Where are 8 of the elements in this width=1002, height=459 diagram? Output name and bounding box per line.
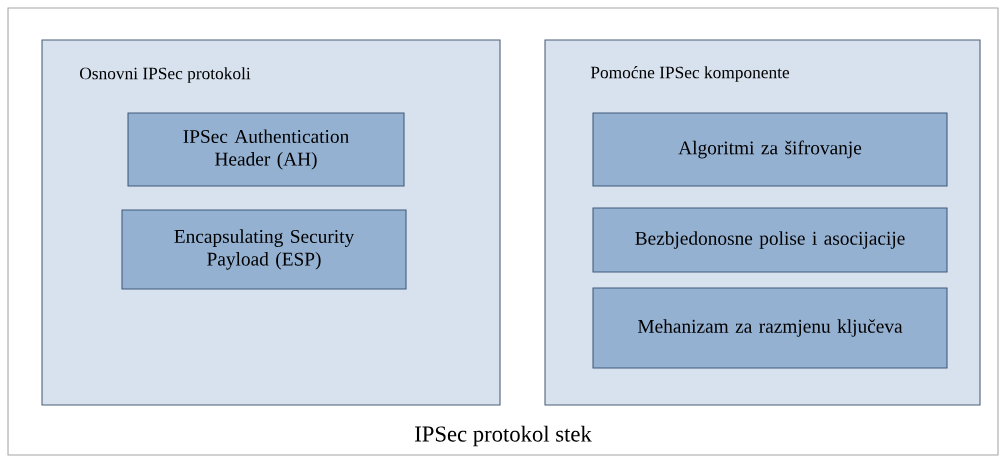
heading: Osnovni IPSec protokoli: [80, 67, 251, 83]
component-box: Algoritmi za šifrovanje: [592, 112, 948, 187]
heading: IPSec protokol stek: [415, 425, 592, 447]
component-box: Encapsulating Security Payload (ESP): [121, 209, 407, 290]
heading: Pomoćne IPSec komponente: [590, 66, 790, 82]
component-box: IPSec Authentication Header (AH): [127, 112, 405, 187]
component-box: Bezbjedonosne polise i asocijacije: [592, 207, 948, 273]
component-box: Mehanizam za razmjenu ključeva: [592, 287, 948, 369]
